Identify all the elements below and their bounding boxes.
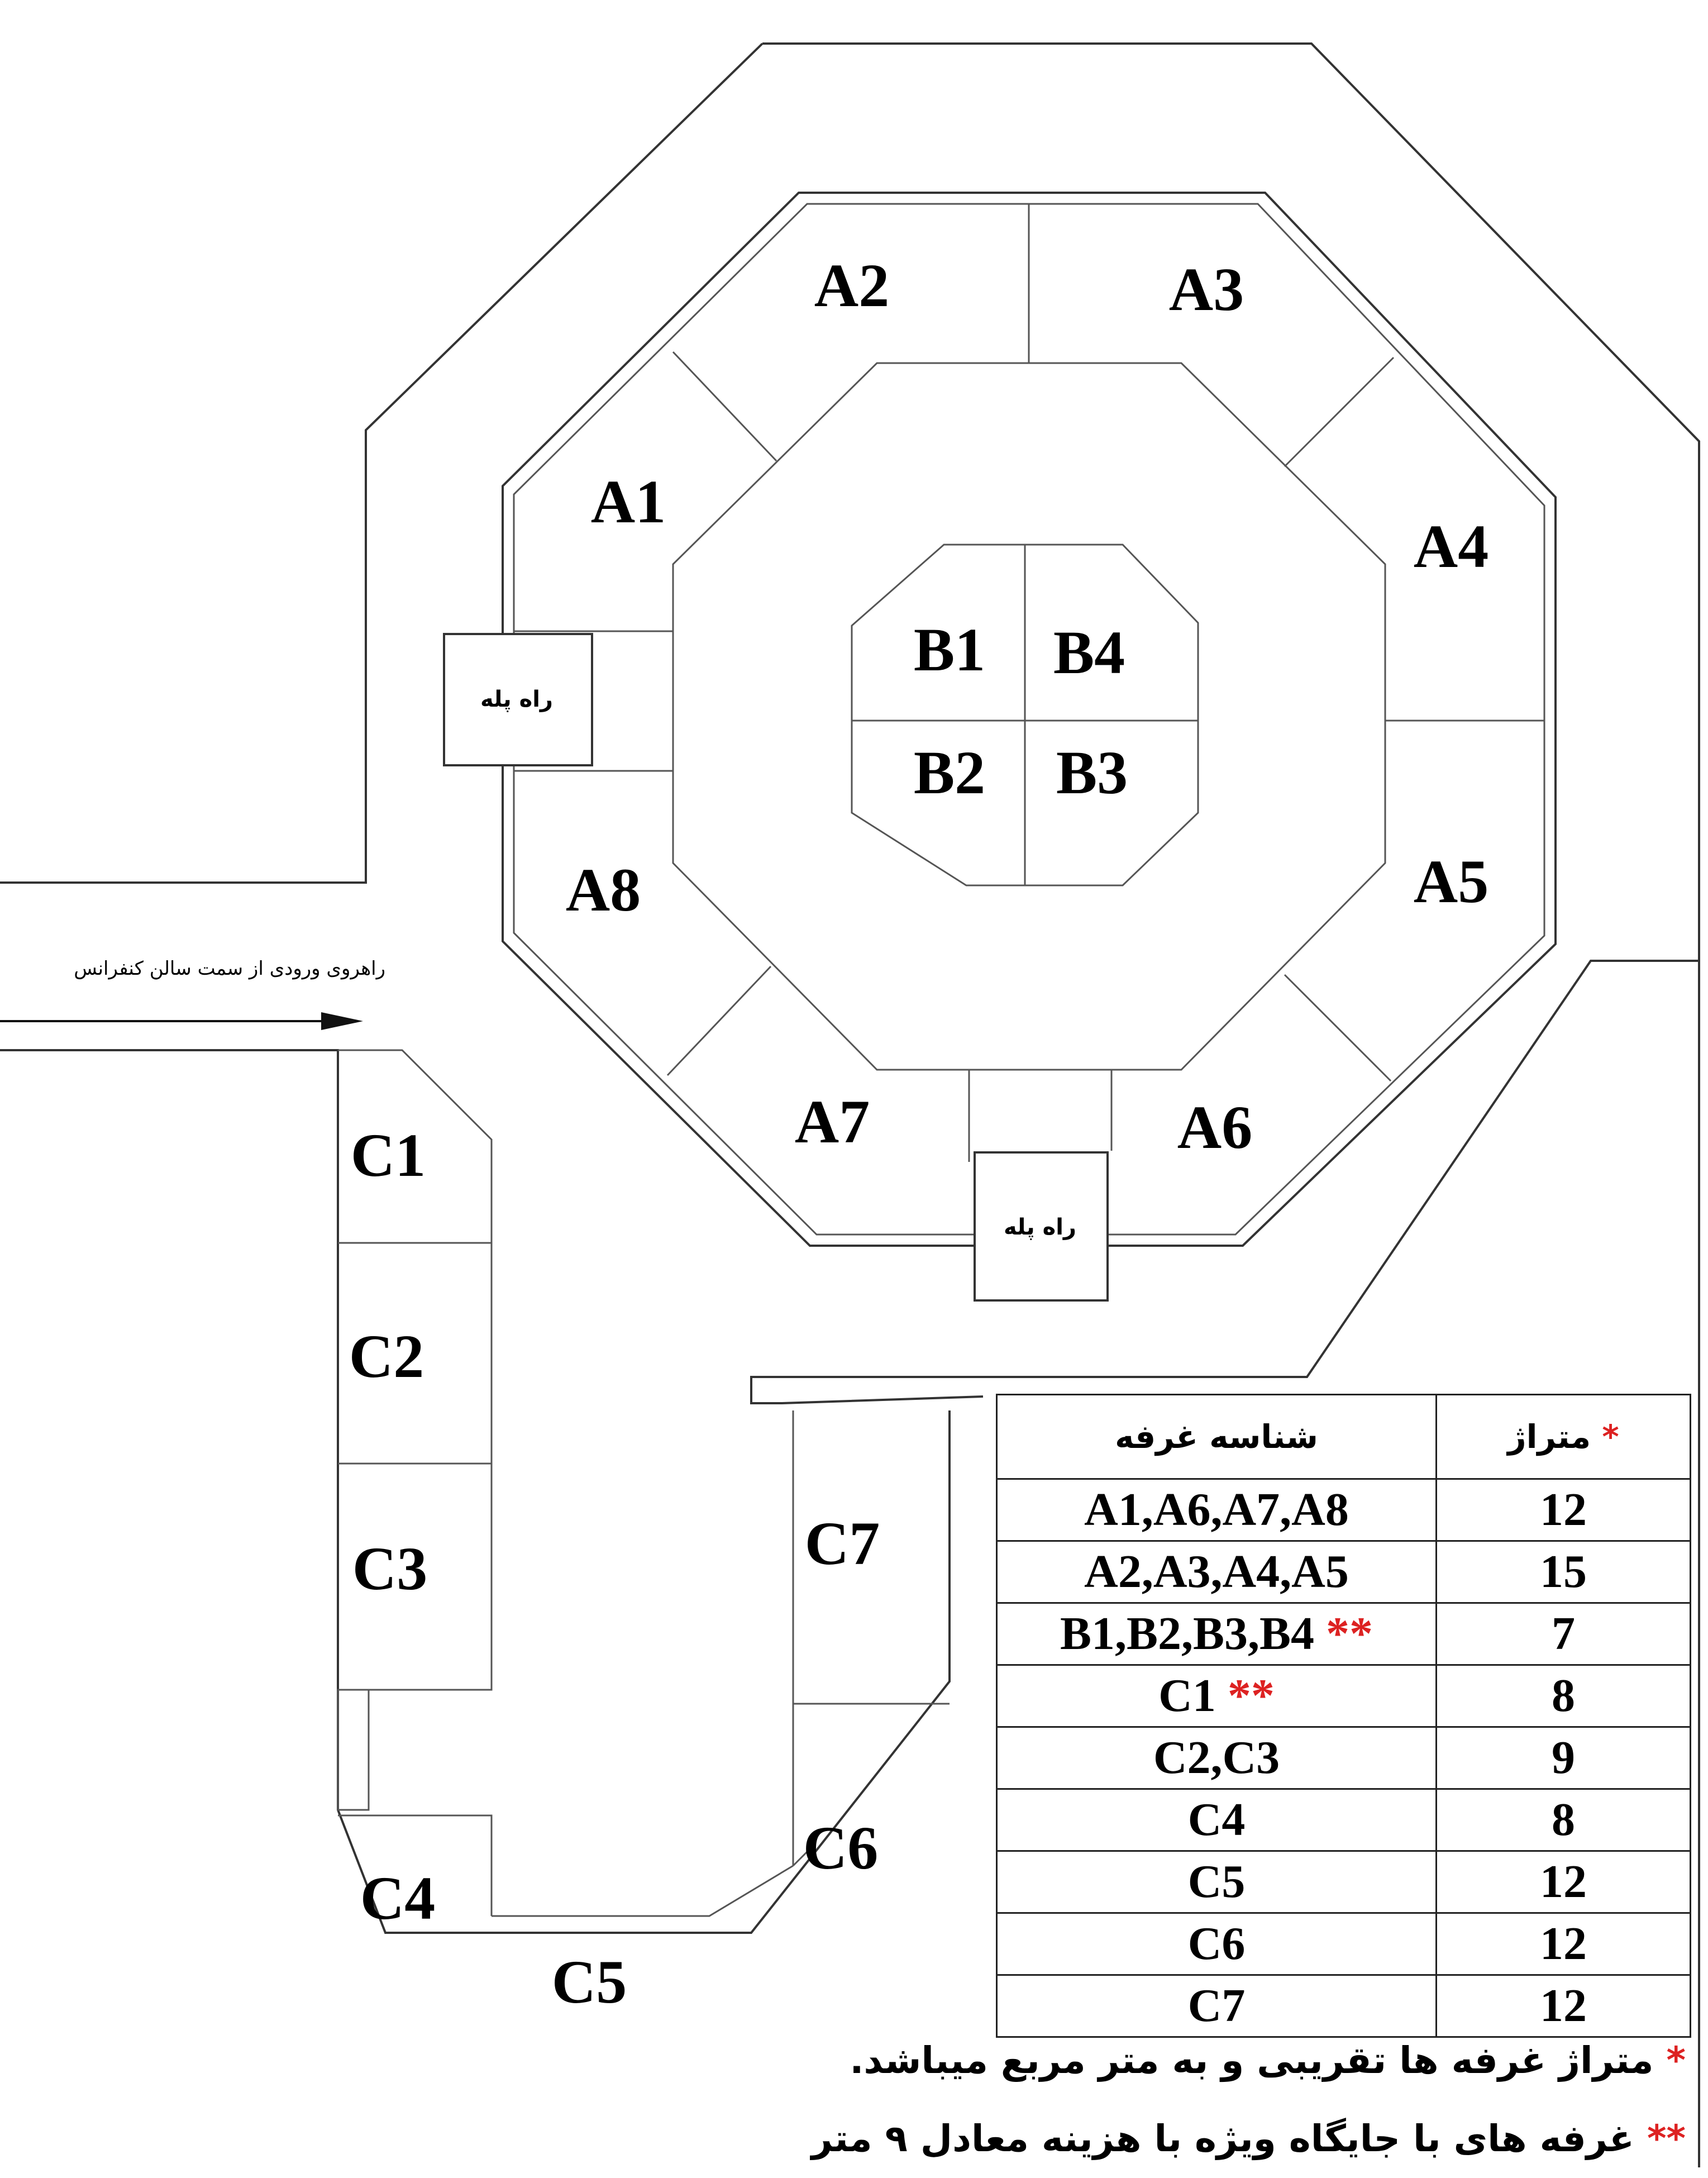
note-special-booths: ** غرفه های با جایگاه ویژه با هزینه معاد… [812,2117,1686,2160]
note1-text: متراژ غرفه ها تقریبی و به متر مربع میباش… [850,2039,1654,2082]
table-row: C1 ** 8 [996,1664,1691,1728]
note2-text: غرفه های با جایگاه ویژه با هزینه معادل ۹… [811,2117,1634,2160]
booth-B4: B4 [1053,618,1125,687]
corridor-arrowhead [321,1012,363,1030]
outer-wall [750,42,1700,2167]
booth-A2: A2 [814,251,889,320]
row-area: 12 [1435,1478,1691,1542]
row-ids: C6 [996,1912,1437,1976]
booth-C4: C4 [360,1864,435,1932]
booth-C5: C5 [552,1948,627,2016]
stairs-bottom-box [974,1151,1109,1302]
table-row: C6 12 [996,1912,1691,1976]
row-area: 9 [1435,1726,1691,1790]
row-ids: B1,B2,B3,B4 ** [996,1602,1437,1666]
row-ids: C1 ** [996,1664,1437,1728]
booth-A3: A3 [1169,255,1244,323]
note-approx-area: * متراژ غرفه ها تقریبی و به متر مربع میب… [850,2039,1686,2082]
b-island [851,544,1199,887]
table-row: A2,A3,A4,A5 15 [996,1540,1691,1604]
booth-A6: A6 [1177,1093,1252,1161]
header-area-label: متراژ [1507,1418,1591,1456]
table-row: C5 12 [996,1850,1691,1914]
row-area: 12 [1435,1974,1691,2038]
header-area: متراژ * [1435,1394,1691,1480]
booth-C3: C3 [352,1534,427,1603]
booth-C7: C7 [805,1509,880,1577]
table-header-row: شناسه غرفه متراژ * [996,1394,1691,1480]
booth-A5: A5 [1414,847,1488,916]
booth-C1: C1 [351,1121,426,1189]
row-area: 12 [1435,1912,1691,1976]
corridor-label: راهروی ورودی از سمت سالن کنفرانس [74,957,385,980]
table-row: C4 8 [996,1788,1691,1852]
table-row: B1,B2,B3,B4 ** 7 [996,1602,1691,1666]
table-row: C2,C3 9 [996,1726,1691,1790]
row-area: 7 [1435,1602,1691,1666]
row-ids: C7 [996,1974,1437,2038]
booth-A7: A7 [795,1088,870,1156]
booth-A4: A4 [1414,512,1488,580]
stairs-label-left: راه پله [480,687,553,712]
row-area: 8 [1435,1788,1691,1852]
row-area: 15 [1435,1540,1691,1604]
booth-B1: B1 [914,616,985,684]
outer-wall-left [0,42,764,884]
row-area: 12 [1435,1850,1691,1914]
table-row: C7 12 [996,1974,1691,2038]
booth-area-table: شناسه غرفه متراژ * A1,A6,A7,A8 12 A2,A3,… [996,1394,1691,2038]
note2-mark: ** [1647,2117,1686,2160]
booth-B3: B3 [1056,738,1128,807]
stairs-label-bottom: راه پله [1004,1214,1076,1240]
booth-B2: B2 [914,738,985,807]
row-ids: C5 [996,1850,1437,1914]
note1-mark: * [1666,2039,1686,2082]
c-booths [337,1049,950,1917]
stairs-left-box [443,633,593,766]
booth-C2: C2 [349,1322,424,1390]
inner-ring-wall [672,362,1386,1071]
row-ids: C2,C3 [996,1726,1437,1790]
table-row: A1,A6,A7,A8 12 [996,1478,1691,1542]
booth-dividers [514,204,1544,1162]
booth-A8: A8 [566,856,641,924]
row-ids: C4 [996,1788,1437,1852]
corridor-wall-bottom [0,1049,951,1934]
header-booth-id: شناسه غرفه [996,1394,1437,1480]
row-ids: A2,A3,A4,A5 [996,1540,1437,1604]
booth-A1: A1 [591,468,666,536]
header-area-mark: * [1602,1418,1619,1456]
row-ids: A1,A6,A7,A8 [996,1478,1437,1542]
row-area: 8 [1435,1664,1691,1728]
booth-C6: C6 [803,1814,878,1882]
